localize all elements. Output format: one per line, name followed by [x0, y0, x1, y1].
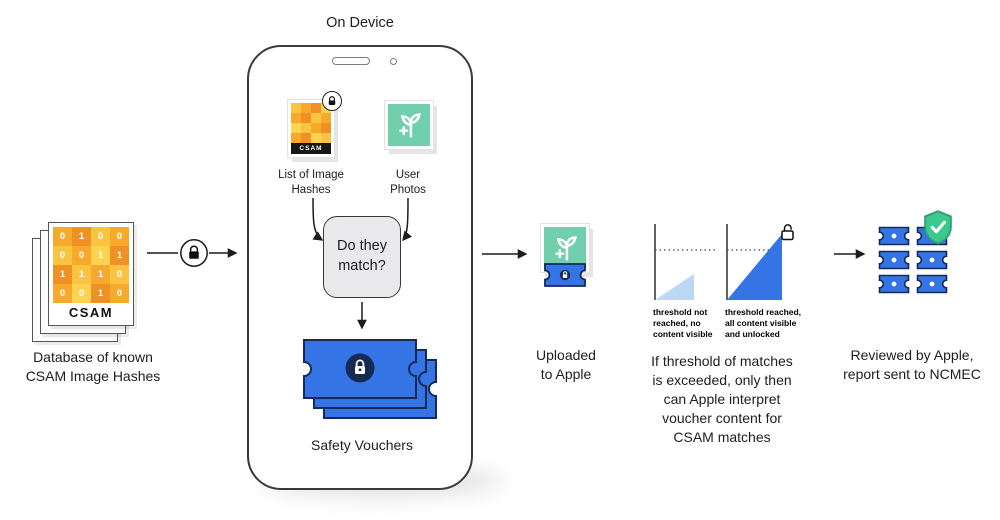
hash-cell: 1	[72, 265, 91, 284]
hash-cell	[301, 113, 311, 123]
hash-cell	[291, 123, 301, 133]
hash-cell: 0	[110, 227, 129, 246]
lock-badge	[322, 91, 342, 111]
arrow-to-review	[834, 249, 866, 259]
hash-cell	[311, 123, 321, 133]
unlock-icon	[781, 224, 794, 241]
hash-cell	[301, 103, 311, 113]
lock-icon	[345, 353, 375, 383]
hash-cell	[291, 103, 301, 113]
lock-icon	[328, 96, 336, 105]
hash-cell	[311, 103, 321, 113]
photo-icon	[544, 227, 586, 269]
hash-cell	[321, 123, 331, 133]
hash-cell	[301, 133, 311, 143]
hash-cell: 1	[91, 246, 110, 265]
threshold-chart-reached	[726, 224, 794, 300]
safety-vouchers-label: Safety Vouchers	[311, 437, 413, 453]
hash-cell	[311, 113, 321, 123]
hash-cell	[311, 133, 321, 143]
on-device-label: On Device	[326, 15, 394, 31]
phone-camera-dot	[390, 58, 397, 65]
safety-voucher-icon	[878, 226, 910, 246]
hash-cell	[291, 133, 301, 143]
csam-card-label: CSAM	[68, 304, 114, 320]
voucher-ticket-icon	[544, 263, 586, 287]
safety-voucher-icon	[916, 250, 948, 270]
safety-voucher-icon	[916, 274, 948, 294]
lock-in-circle-icon	[180, 239, 208, 267]
hash-cell: 0	[110, 265, 129, 284]
hash-cell: 0	[72, 246, 91, 265]
photo-icon	[388, 104, 430, 146]
hash-cell: 1	[91, 265, 110, 284]
hash-cell: 0	[91, 227, 110, 246]
hash-cell	[291, 113, 301, 123]
hash-cell: 1	[72, 227, 91, 246]
arrows-into-match-box	[312, 197, 413, 242]
safety-voucher-icon	[878, 274, 910, 294]
safety-voucher-icon	[878, 250, 910, 270]
hash-cell: 0	[53, 246, 72, 265]
review-caption: Reviewed by Apple, report sent to NCMEC	[843, 347, 981, 382]
hash-cell: 0	[72, 284, 91, 303]
arrow-box-to-vouchers	[357, 302, 367, 330]
hash-cell: 0	[110, 284, 129, 303]
arrow-phone-to-upload	[482, 249, 528, 259]
arrow-database-to-phone	[147, 239, 238, 267]
hash-cell: 1	[110, 246, 129, 265]
match-question-box: Do they match?	[323, 216, 401, 298]
hash-cell: 1	[53, 265, 72, 284]
threshold-reached-label: threshold reached, all content visible a…	[725, 307, 802, 340]
hash-cell: 0	[53, 284, 72, 303]
image-hashes-label: List of Image Hashes	[278, 169, 344, 196]
safety-voucher-stack-icon	[303, 339, 437, 419]
hash-cell: 0	[53, 227, 72, 246]
csam-mini-label: CSAM	[291, 143, 331, 154]
hash-cell	[321, 113, 331, 123]
shield-check-icon	[924, 210, 952, 245]
database-caption: Database of known CSAM Image Hashes	[25, 349, 161, 384]
phone-speaker	[332, 57, 370, 65]
threshold-caption: If threshold of matches is exceeded, onl…	[651, 353, 793, 445]
threshold-not-reached-label: threshold not reached, no content visibl…	[653, 307, 713, 340]
hash-cell	[301, 123, 311, 133]
hash-cell: 1	[91, 284, 110, 303]
hash-cell	[321, 133, 331, 143]
uploaded-to-apple-label: Uploaded to Apple	[536, 347, 596, 382]
user-photos-label: User Photos	[390, 169, 426, 196]
user-photos-card	[385, 101, 433, 149]
threshold-chart-not-reached	[654, 224, 716, 300]
